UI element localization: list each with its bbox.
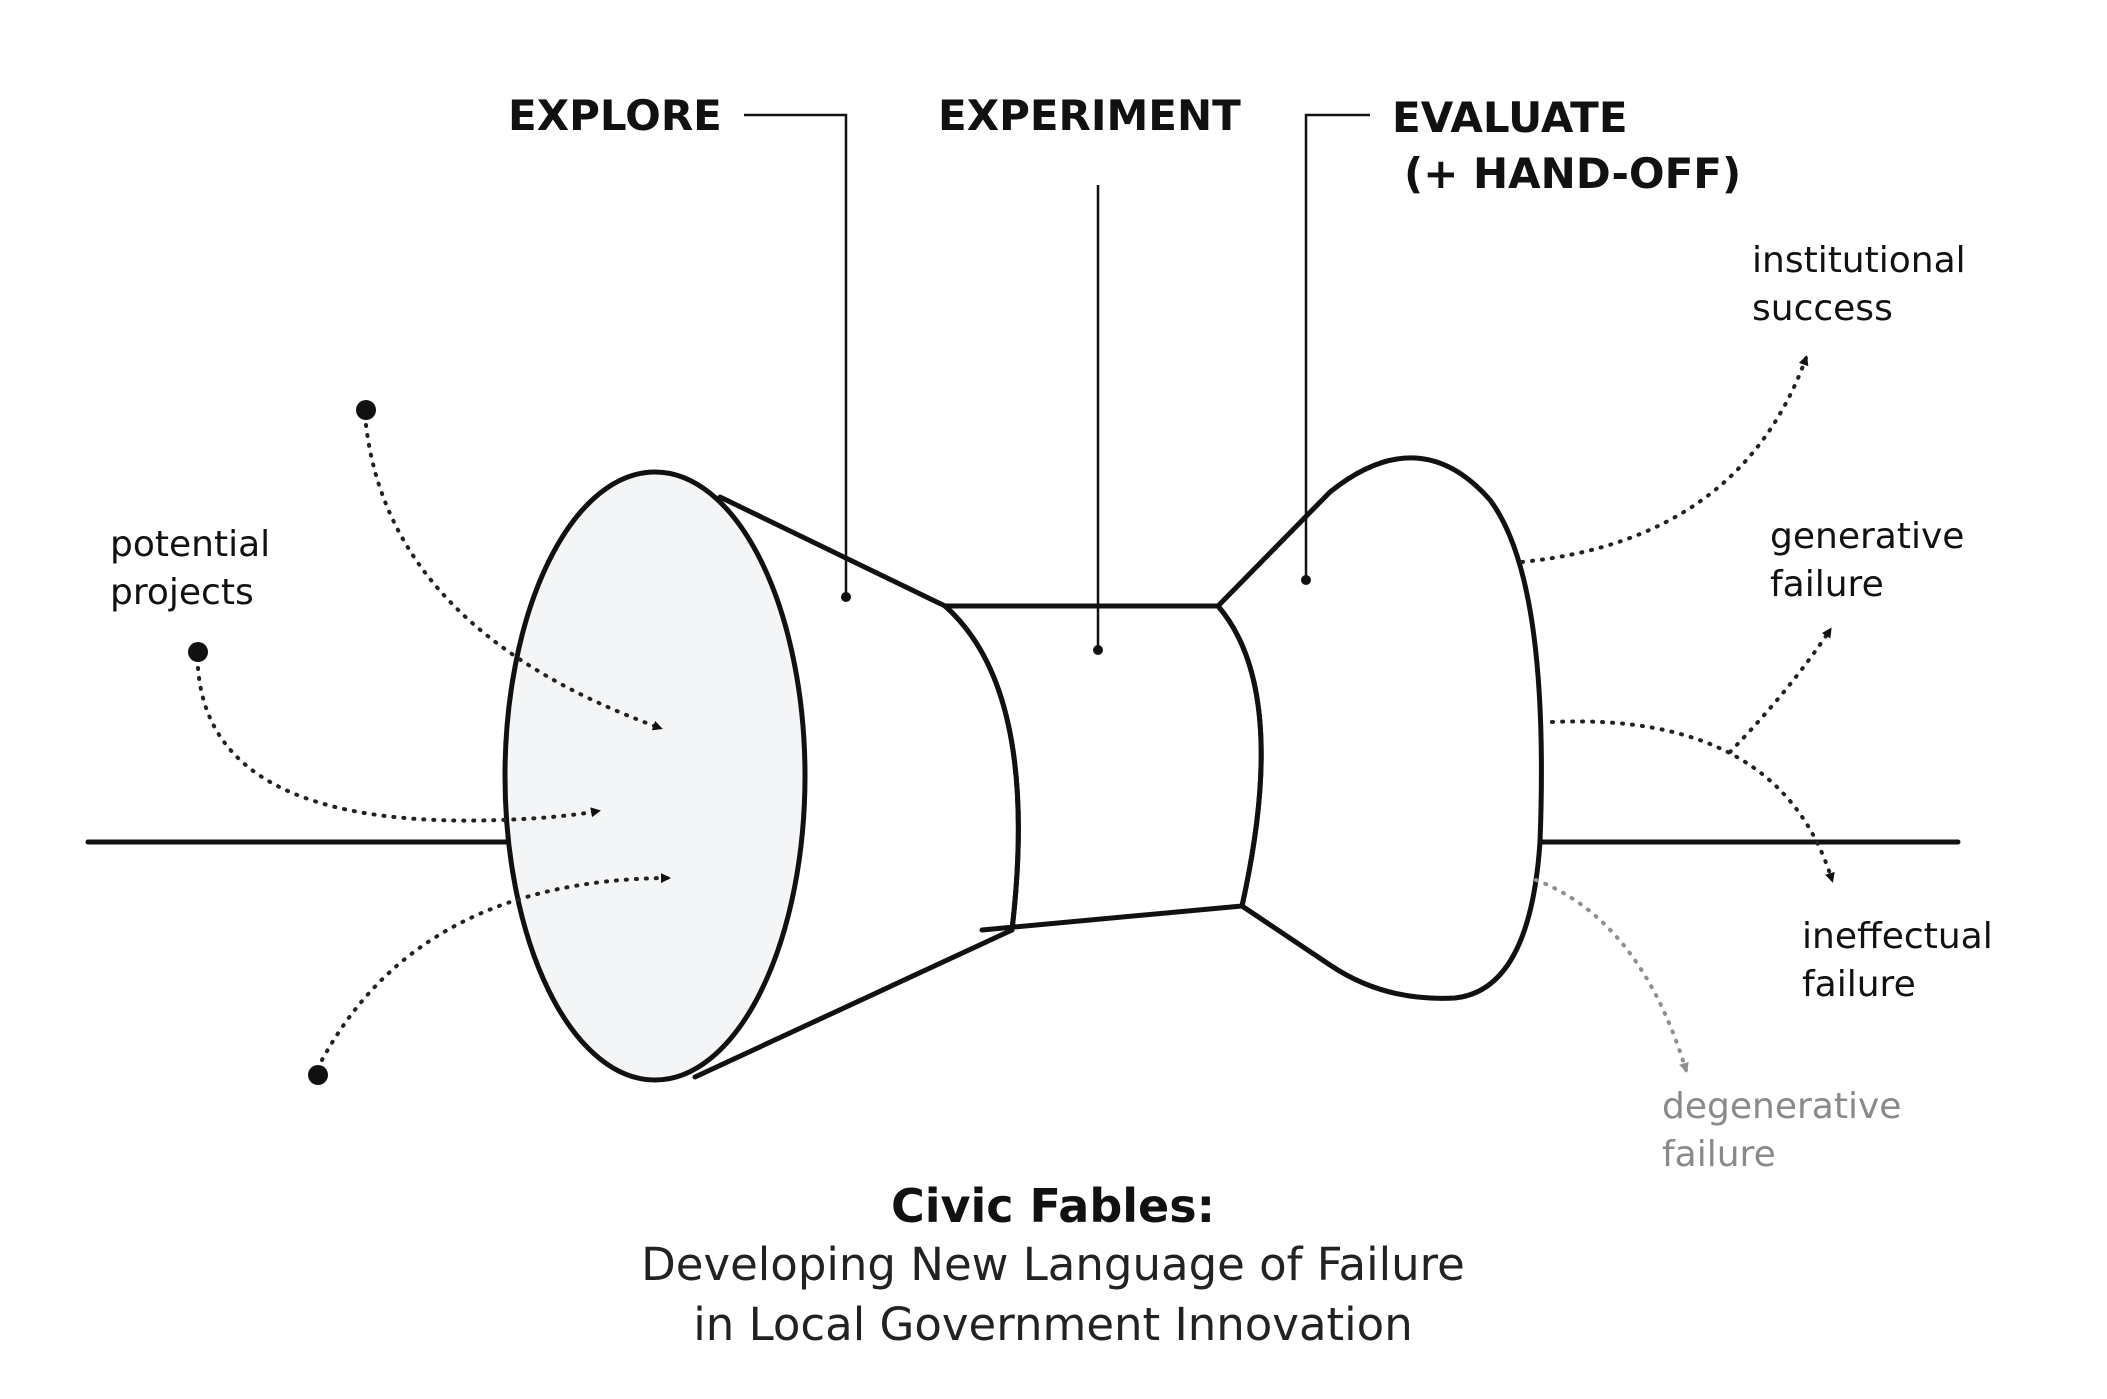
evaluate-bell — [1215, 455, 1544, 1001]
evaluate-leader-dot — [1301, 575, 1311, 585]
outcome-arrow-generative-failure — [1728, 627, 1832, 754]
caption-title: Civic Fables: — [891, 1179, 1215, 1233]
evaluate-leader-line — [1304, 113, 1370, 580]
outcome-label-institutional-success-line2: success — [1752, 288, 1893, 329]
explore-leader-line — [744, 113, 848, 596]
stage-label-hand-off: (+ HAND-OFF) — [1404, 149, 1741, 198]
outcome-label-ineffectual-failure-line2: failure — [1802, 964, 1916, 1005]
input-label-line2: projects — [110, 572, 254, 613]
funnel-mouth — [502, 469, 808, 1083]
outcome-label-institutional-success-line1: institutional — [1752, 240, 1966, 281]
experiment-tube-left-edge — [942, 603, 1021, 933]
evaluate-bell-inner-edge — [1215, 603, 1264, 909]
outcome-arrow-institutional-success — [1520, 355, 1809, 564]
input-dot-1 — [356, 400, 376, 420]
outcome-label-degenerative-failure-line1: degenerative — [1662, 1086, 1901, 1127]
input-label-line1: potential — [110, 524, 270, 565]
outcome-label-generative-failure-line2: failure — [1770, 564, 1884, 605]
outcome-label-degenerative-failure-line2: failure — [1662, 1134, 1776, 1175]
stage-label-explore: EXPLORE — [508, 91, 722, 140]
experiment-tube — [942, 603, 1264, 933]
outcome-label-ineffectual-failure-line1: ineffectual — [1802, 916, 1993, 957]
caption-subtitle-line1: Developing New Language of Failure — [641, 1238, 1465, 1291]
input-dot-2 — [188, 642, 208, 662]
caption-subtitle-line2: in Local Government Innovation — [693, 1298, 1412, 1351]
input-arrow-2 — [196, 666, 601, 823]
outcome-label-generative-failure-line1: generative — [1770, 516, 1964, 557]
outcome-arrow-degenerative-failure — [1534, 878, 1689, 1073]
experiment-leader-dot — [1093, 645, 1103, 655]
outcome-arrow-ineffectual-failure — [1550, 719, 1835, 883]
explore-leader-dot — [841, 592, 851, 602]
stage-label-experiment: EXPERIMENT — [938, 91, 1241, 140]
stage-label-evaluate: EVALUATE — [1392, 93, 1628, 142]
input-arrow-1 — [364, 423, 663, 731]
input-dot-3 — [308, 1065, 328, 1085]
